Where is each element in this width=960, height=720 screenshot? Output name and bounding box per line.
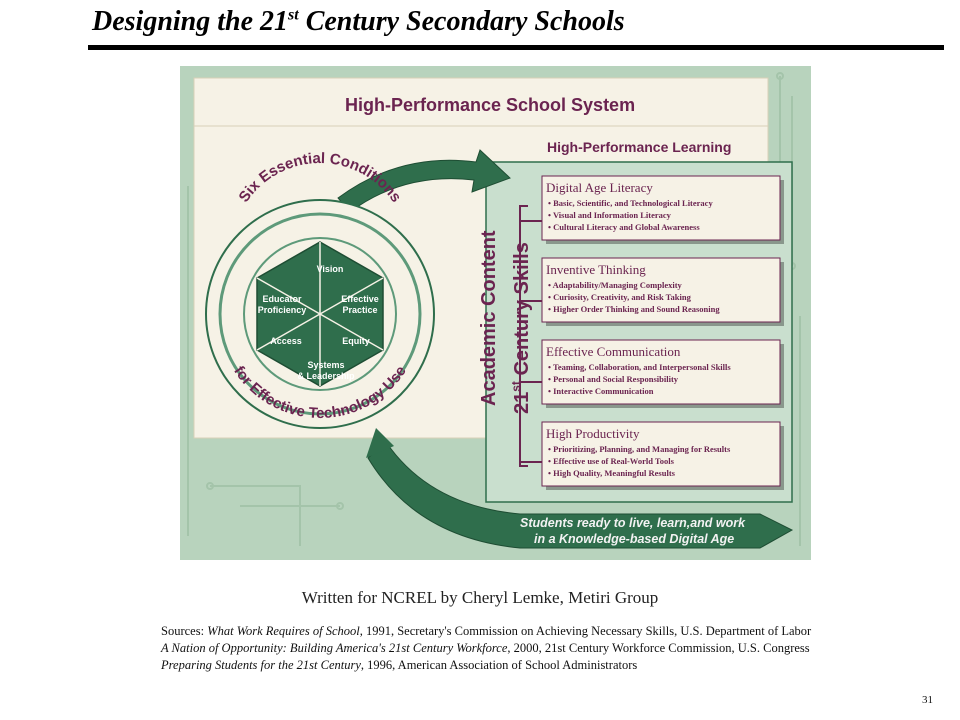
source-1-details: , 1991, Secretary's Commission on Achiev… <box>359 624 812 638</box>
svg-text:• Cultural Literacy and Global: • Cultural Literacy and Global Awareness <box>548 222 700 232</box>
svg-text:• Curiosity, Creativity, and R: • Curiosity, Creativity, and Risk Taking <box>548 292 692 302</box>
source-2-details: , 2000, 21st Century Workforce Commissio… <box>507 641 810 655</box>
svg-text:• Adaptability/Managing Comple: • Adaptability/Managing Complexity <box>548 280 683 290</box>
hex-practice-line1: Effective <box>341 294 379 304</box>
svg-text:• Interactive Communication: • Interactive Communication <box>548 386 654 396</box>
skills-bracket <box>519 205 528 467</box>
svg-text:• High Quality, Meaningful Res: • High Quality, Meaningful Results <box>548 468 676 478</box>
slide-title: Designing the 21st Century Secondary Sch… <box>92 6 625 37</box>
outcome-line-2: in a Knowledge-based Digital Age <box>534 532 734 546</box>
svg-text:• Personal and Social Responsi: • Personal and Social Responsibility <box>548 374 679 384</box>
svg-text:• Prioritizing, Planning, and: • Prioritizing, Planning, and Managing f… <box>548 444 731 454</box>
svg-text:• Higher Order Thinking and So: • Higher Order Thinking and Sound Reason… <box>548 304 720 314</box>
century-skills-label: 21st Century Skills <box>509 242 533 414</box>
source-1-title: What Work Requires of School <box>207 624 360 638</box>
sources-block: Sources: What Work Requires of School, 1… <box>161 623 941 674</box>
svg-text:• Teaming, Collaboration, and: • Teaming, Collaboration, and Interperso… <box>548 362 731 372</box>
source-3-details: , 1996, American Association of School A… <box>360 658 638 672</box>
skill-title: Effective Communication <box>546 344 681 359</box>
svg-text:• Effective use of Real-World: • Effective use of Real-World Tools <box>548 456 675 466</box>
skill-title: High Productivity <box>546 426 640 441</box>
svg-text:• Visual and Information Liter: • Visual and Information Literacy <box>548 210 672 220</box>
arrow-to-learning <box>337 149 511 213</box>
source-2-title: A Nation of Opportunity: Building Americ… <box>161 641 508 655</box>
skill-title: Inventive Thinking <box>546 262 646 277</box>
learning-title: High-Performance Learning <box>547 139 731 155</box>
system-title: High-Performance School System <box>345 95 635 115</box>
hex-access: Access <box>270 336 302 346</box>
credit-line: Written for NCREL by Cheryl Lemke, Metir… <box>301 588 659 607</box>
svg-text:• Basic, Scientific, and Techn: • Basic, Scientific, and Technological L… <box>548 198 713 208</box>
skill-title: Digital Age Literacy <box>546 180 653 195</box>
outcome-line-1: Students ready to live, learn,and work <box>520 516 746 530</box>
title-underline <box>88 45 944 50</box>
sources-label: Sources: <box>161 624 208 638</box>
page-number: 31 <box>922 694 933 706</box>
academic-content-label: Academic Content <box>478 230 500 406</box>
high-performance-school-diagram: High-Performance School System High-Perf… <box>180 66 811 560</box>
hex-systems-line2: & Leadership <box>297 371 355 381</box>
skill-box-effective-communication: Effective Communication • Teaming, Colla… <box>541 339 784 408</box>
hex-practice-line2: Practice <box>342 305 377 315</box>
source-3-title: Preparing Students for the 21st Century <box>161 658 361 672</box>
skill-box-high-productivity: High Productivity • Prioritizing, Planni… <box>541 421 784 490</box>
skill-box-digital-age-literacy: Digital Age Literacy • Basic, Scientific… <box>541 175 784 244</box>
hex-educator-line2: Proficiency <box>258 305 307 315</box>
conditions-hexagon <box>256 241 384 387</box>
hex-equity: Equity <box>342 336 370 346</box>
arrow-to-outcome <box>366 428 794 549</box>
hex-educator-line1: Educator <box>262 294 302 304</box>
hex-systems-line1: Systems <box>307 360 344 370</box>
skill-box-inventive-thinking: Inventive Thinking • Adaptability/Managi… <box>541 257 784 326</box>
hex-vision: Vision <box>317 264 344 274</box>
